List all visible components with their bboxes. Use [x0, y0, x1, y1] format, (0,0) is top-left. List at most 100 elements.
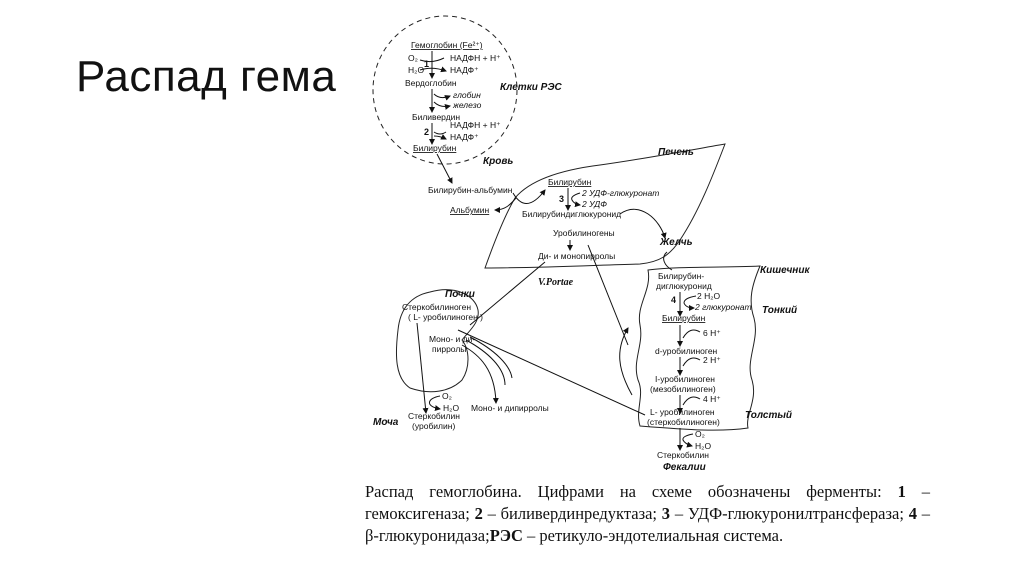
arc-oxidation-int: [682, 433, 694, 448]
res-cells-boundary: [372, 15, 518, 165]
arc-oxidation-kidney: [429, 395, 441, 412]
arc-cofactor-2: [433, 131, 447, 135]
arc-4h: [682, 396, 701, 406]
label-2h: 2 H⁺: [703, 355, 721, 365]
arrow-pyrroles-out-1: [461, 344, 499, 404]
arrow-enterohepatic: [619, 327, 633, 396]
region-kidneys-label: Почки: [445, 289, 475, 300]
arrow-kidney-to-urine: [416, 322, 429, 414]
arc-cofactor-2b: [433, 134, 447, 140]
arc-cofactor-1: [419, 57, 445, 63]
caption-enzyme-1: 1: [897, 482, 906, 501]
node-mono-dipyrroles-out: Моно- и дипирролы: [471, 403, 549, 413]
label-h2o-int: H₂O: [695, 441, 711, 451]
node-mono-di-kidney-2: пирролы: [432, 344, 466, 354]
arc-udp: [571, 192, 581, 208]
liver-outline: [484, 143, 726, 269]
node-urobilin: (уробилин): [412, 421, 455, 431]
enzyme-1-label: 1: [424, 59, 429, 69]
node-mono-di-kidney-1: Моно- и ди-: [429, 334, 475, 344]
label-o2-kidney: O₂: [442, 391, 452, 401]
node-bilirubin-res: Билирубин: [413, 143, 457, 153]
arc-6h: [682, 329, 701, 339]
node-bilirubin-diglucuronide-int-2: диглюкуронид: [656, 281, 712, 291]
region-bile-label: Желчь: [659, 237, 693, 248]
node-biliverdin: Биливердин: [412, 112, 460, 122]
caption-enzyme-4: 4: [908, 504, 917, 523]
node-urobilinogens: Уробилиногены: [553, 228, 615, 238]
node-l-urobilinogen-kidney: ( L- уробилиноген ): [408, 312, 483, 322]
region-large-intestine-label: Толстый: [745, 410, 792, 421]
region-portal-vein-label: V.Portae: [538, 277, 574, 288]
node-l-urobilinogen: L- уробилиноген: [650, 407, 715, 417]
label-h2o-res: H₂O: [408, 65, 424, 75]
caption-text: – биливердинредуктаза;: [482, 504, 662, 523]
arrow-bilirubin-to-albumin: [436, 153, 453, 184]
node-stercobilin-urine: Стеркобилин: [408, 411, 460, 421]
enzyme-3-label: 3: [559, 194, 564, 204]
caption-enzyme-2: 2: [474, 504, 483, 523]
region-liver-label: Печень: [658, 147, 694, 158]
label-nadp-1: НАДФ⁺: [450, 65, 479, 75]
node-verdoglobin: Вердоглобин: [405, 78, 457, 88]
node-i-urobilinogen: I-уробилиноген: [655, 374, 715, 384]
node-stercobilin-feces: Стеркобилин: [657, 450, 709, 460]
enzyme-2-label: 2: [424, 127, 429, 137]
kidney-outline: [395, 289, 479, 393]
region-intestine-label: Кишечник: [760, 265, 810, 276]
label-iron: железо: [452, 100, 482, 110]
node-mesobilinogen: (мезобилиноген): [650, 384, 716, 394]
arrow-to-bile: [619, 208, 667, 239]
line-urobilinogen-return: [587, 244, 629, 346]
node-d-urobilinogen: d-уробилиноген: [655, 346, 718, 356]
region-feces-label: Фекалии: [663, 462, 706, 473]
node-albumin: Альбумин: [450, 205, 489, 215]
label-o2-int: O₂: [695, 429, 705, 439]
node-bilirubin-diglucuronide-int-1: Билирубин-: [658, 271, 704, 281]
arc-iron: [433, 101, 451, 110]
intestine-outline: [635, 265, 761, 431]
caption-text: – гемоксигеназа;: [365, 482, 930, 523]
label-globin: глобин: [453, 90, 481, 100]
label-2-h2o: 2 H₂O: [697, 291, 721, 301]
node-stercobilinogen-kidney: Стеркобилиноген: [402, 302, 471, 312]
line-portal-to-kidney: [469, 261, 546, 326]
figure-caption: Распад гемоглобина. Цифрами на схеме обо…: [365, 481, 930, 547]
label-h2o-kidney: H₂O: [443, 403, 459, 413]
arrow-albumin-release: [494, 197, 517, 213]
region-blood-label: Кровь: [483, 156, 513, 167]
region-res-cells-label: Клетки РЭС: [500, 82, 563, 93]
caption-res-abbrev: РЭС: [489, 526, 523, 545]
caption-text: – ретикуло-эндотелиальная система.: [522, 526, 784, 545]
slide-title: Распад гема: [76, 52, 337, 101]
arrow-pyrroles-out-2: [465, 339, 506, 386]
caption-text: – β-глюкуронидаза;: [365, 504, 931, 545]
label-nadph-2: НАДФН + H⁺: [450, 120, 501, 130]
caption-text: – УДФ-глюкуронилтрансфераза;: [670, 504, 909, 523]
label-o2-res: O₂: [408, 53, 418, 63]
label-udp-glucuronate: 2 УДФ-глюкуронат: [581, 188, 659, 198]
node-bilirubin-diglucuronide-liver: Билирубиндиглюкуронид: [522, 209, 621, 219]
arrow-uptake-liver: [512, 189, 546, 204]
caption-text: Распад гемоглобина. Цифрами на схеме обо…: [365, 482, 898, 501]
label-4h: 4 H⁺: [703, 394, 721, 404]
label-udp: 2 УДФ: [581, 199, 607, 209]
label-2-glucuronate: 2 глюкуронат: [694, 302, 752, 312]
node-di-monopyrroles: Ди- и монопирролы: [538, 251, 615, 261]
region-urine-label: Моча: [373, 417, 399, 428]
arrow-pyrroles-out-3: [469, 336, 513, 379]
node-bilirubin-liver: Билирубин: [548, 177, 592, 187]
arc-2h: [682, 357, 701, 367]
region-small-intestine-label: Тонкий: [762, 305, 797, 316]
arc-globin: [433, 93, 451, 101]
line-intestine-to-kidney: [457, 329, 646, 416]
arc-hydrolysis: [683, 295, 697, 311]
node-stercobilinogen: (стеркобилиноген): [647, 417, 720, 427]
label-6h: 6 H⁺: [703, 328, 721, 338]
label-nadp-2: НАДФ⁺: [450, 132, 479, 142]
node-bilirubin-int: Билирубин: [662, 313, 706, 323]
arrow-bile-to-intestine: [663, 251, 673, 271]
node-bilirubin-albumin: Билирубин-альбумин: [428, 185, 513, 195]
enzyme-4-label: 4: [671, 295, 676, 305]
